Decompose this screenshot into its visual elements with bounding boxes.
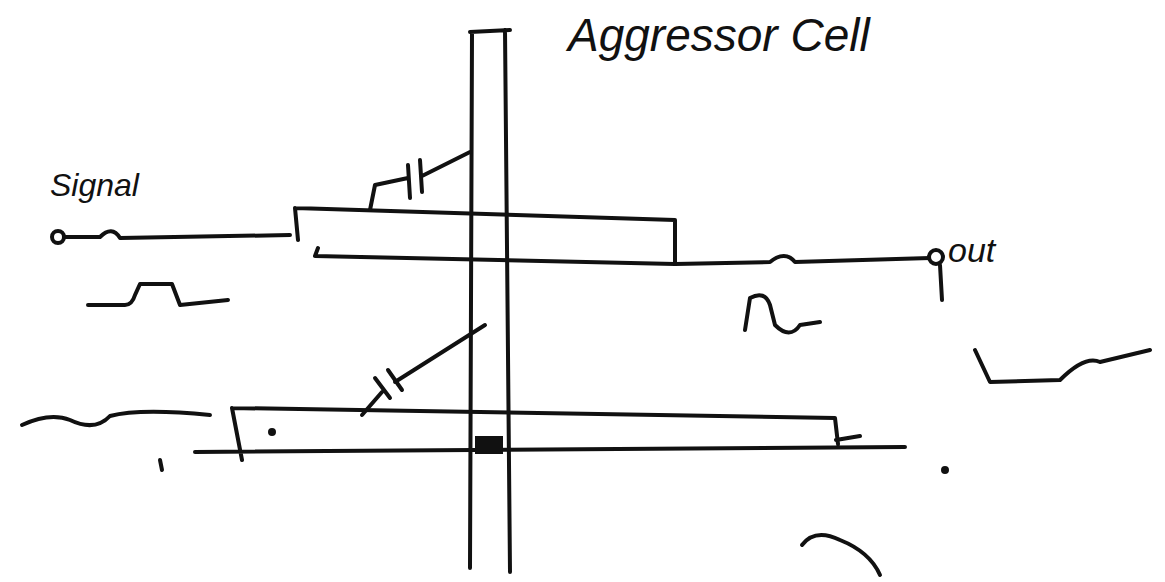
- dot: [270, 430, 274, 434]
- signal-name: Signal: [50, 168, 139, 203]
- aggressor-waveform: [22, 412, 210, 425]
- output-terminal: [929, 250, 943, 264]
- input-pulse: [88, 284, 228, 305]
- neighbour-wire: [195, 408, 905, 460]
- coupling-capacitor: [362, 325, 485, 415]
- aggressor-wire: [470, 30, 510, 572]
- input-resistor: [64, 231, 290, 238]
- victim-wire: [295, 208, 675, 264]
- glitch-waveform: [745, 295, 820, 332]
- output-resistor: [675, 256, 930, 264]
- tick: [940, 265, 942, 300]
- output-waveform: [975, 350, 1150, 382]
- signal-name: out: [948, 232, 995, 269]
- dot: [943, 468, 947, 472]
- coupling-capacitor: [370, 152, 470, 210]
- cell-title: Aggressor Cell: [568, 10, 870, 61]
- induced-waveform: [802, 535, 880, 575]
- via: [475, 436, 503, 454]
- tick: [160, 460, 162, 470]
